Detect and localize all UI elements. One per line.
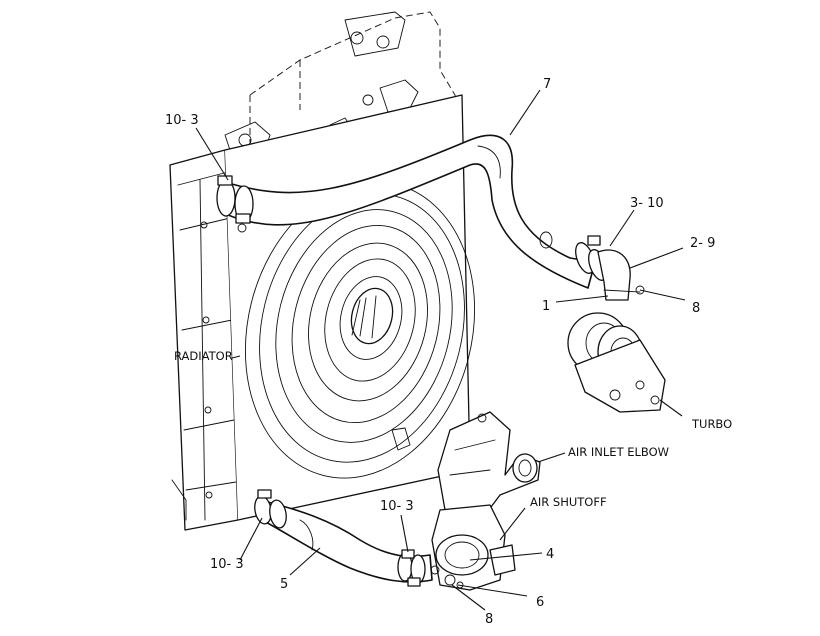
lower-hose [259,499,433,583]
label-bolt-right: 8 [692,301,700,316]
label-air-inlet-elbow: AIR INLET ELBOW [568,445,669,459]
label-clamp-mid: 10- 3 [380,499,414,514]
label-clamp-top-left: 10- 3 [165,113,199,128]
label-air-shutoff: AIR SHUTOFF [530,495,607,509]
label-washer: 6 [536,595,544,610]
turbocharger [567,312,666,413]
clamp-bottom-left [254,489,287,529]
fan [244,181,476,479]
label-bolt-bottom: 8 [485,612,493,627]
clamp-top-left [216,175,254,233]
clamp-mid [397,549,426,587]
label-gasket: 4 [546,547,554,562]
label-elbow-code: 2- 9 [690,236,715,251]
label-hose-upper: 7 [543,77,551,92]
turbo-elbow [597,249,645,301]
label-turbo: TURBO [691,417,732,431]
air-inlet-elbow [437,411,541,516]
air-shutoff [431,504,516,591]
label-hose-lower: 5 [280,577,288,592]
callout-labels: 10- 3 7 3- 10 2- 9 8 1 RADIATOR TURBO AI… [165,77,732,627]
label-clamp-bottom-left: 10- 3 [210,557,244,572]
label-seal-right: 1 [542,299,550,314]
label-radiator: RADIATOR [174,349,233,363]
label-clamp-right: 3- 10 [630,196,664,211]
leader-lines [195,89,686,611]
bolts-bottom [430,565,464,589]
